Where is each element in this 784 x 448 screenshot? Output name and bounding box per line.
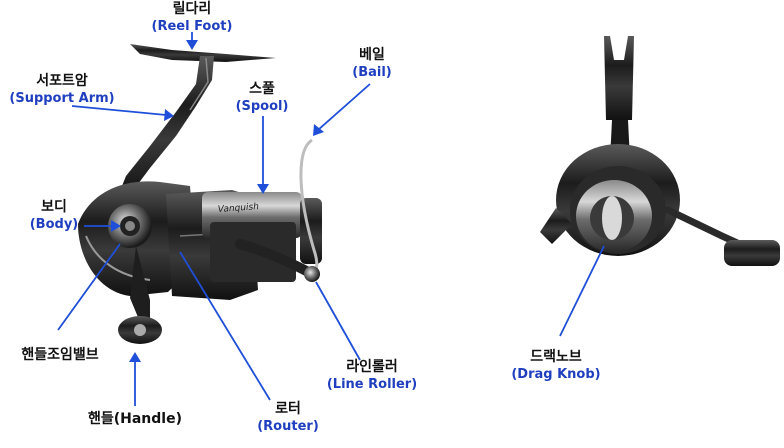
label-body: 보디 (Body)	[22, 198, 86, 234]
spool-arrow	[257, 184, 269, 194]
label-handle: 핸들(Handle)	[76, 410, 194, 428]
label-handle-valve: 핸들조임밸브	[0, 346, 120, 364]
line-roller-leader	[315, 281, 361, 361]
front-view-reel	[540, 36, 780, 266]
bail-leader	[317, 83, 371, 131]
line-roller-part	[304, 266, 320, 282]
label-body-en: (Body)	[29, 217, 79, 232]
svg-text:Vanquish: Vanquish	[218, 202, 260, 215]
label-body-ko: 보디	[41, 199, 67, 215]
label-handle-text: 핸들(Handle)	[87, 411, 182, 427]
label-spool-en: (Spool)	[235, 99, 289, 114]
reel-foot-arrow	[186, 40, 198, 50]
label-reel-foot: 릴다리 (Reel Foot)	[140, 0, 244, 36]
handle-arm-part	[130, 246, 150, 322]
handle-arrow	[129, 352, 141, 362]
label-router: 로터 (Router)	[250, 400, 326, 436]
router-leader	[179, 251, 271, 401]
label-drag-knob-en: (Drag Knob)	[511, 367, 601, 382]
drag-knob-leader	[559, 245, 605, 337]
front-handle-knob	[724, 240, 780, 266]
label-line-roller: 라인롤러 (Line Roller)	[318, 358, 426, 394]
support-arm-arrow	[164, 109, 174, 121]
label-bail-ko: 베일	[359, 47, 385, 63]
side-view-reel: Vanquish	[78, 44, 322, 344]
label-support-arm-ko: 서포트암	[36, 73, 88, 89]
bail-arrow	[313, 124, 324, 136]
reel-foot-part	[130, 44, 276, 62]
label-router-ko: 로터	[275, 401, 301, 417]
front-reel-foot	[604, 36, 634, 120]
body-arrow	[111, 220, 121, 232]
support-arm-part	[118, 56, 214, 196]
label-reel-foot-en: (Reel Foot)	[151, 19, 233, 34]
label-bail-en: (Bail)	[352, 65, 392, 80]
label-bail: 베일 (Bail)	[340, 46, 404, 82]
support-arm-leader	[71, 105, 167, 116]
leader-lines	[57, 32, 605, 406]
label-line-roller-ko: 라인롤러	[346, 359, 398, 375]
label-reel-foot-ko: 릴다리	[172, 1, 212, 17]
label-line-roller-en: (Line Roller)	[326, 377, 418, 392]
label-support-arm: 서포트암 (Support Arm)	[4, 72, 120, 108]
label-spool-ko: 스풀	[249, 81, 275, 97]
handle-valve-leader	[57, 243, 121, 331]
label-handle-valve-ko: 핸들조임밸브	[21, 347, 99, 363]
label-router-en: (Router)	[257, 419, 319, 434]
drag-knob-part	[602, 196, 622, 240]
label-support-arm-en: (Support Arm)	[9, 91, 115, 106]
label-drag-knob-ko: 드랙노브	[530, 349, 582, 365]
label-spool: 스풀 (Spool)	[226, 80, 298, 116]
label-drag-knob: 드랙노브 (Drag Knob)	[504, 348, 608, 384]
